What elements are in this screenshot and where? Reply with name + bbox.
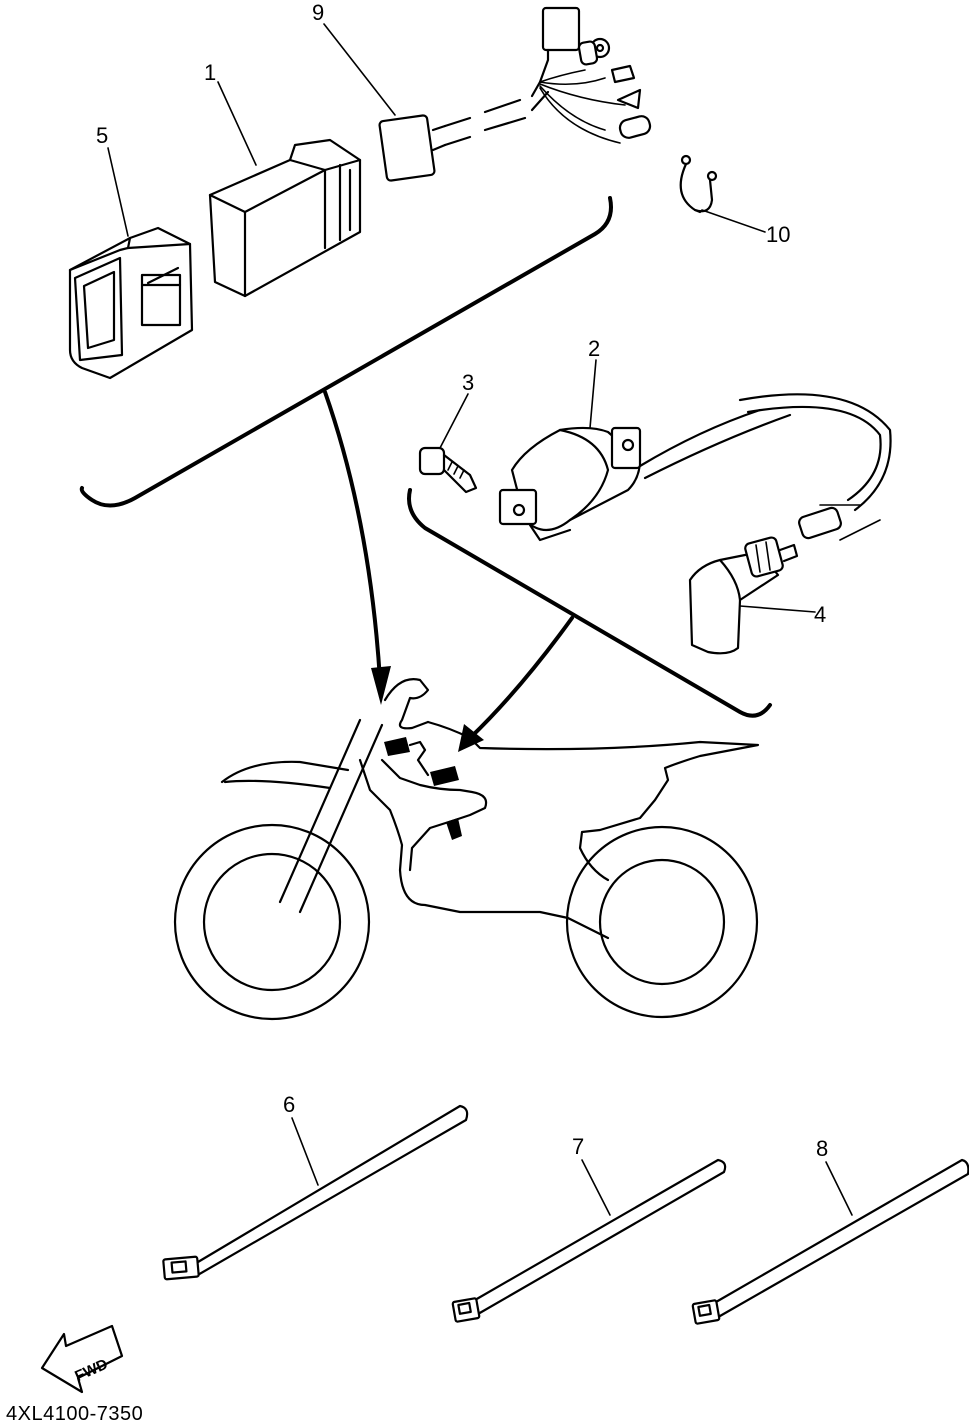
callout-4: 4 <box>814 602 826 627</box>
callout-5: 5 <box>96 123 108 148</box>
leader-1 <box>217 81 257 166</box>
pointer-line-right <box>468 616 574 740</box>
leader-3 <box>439 393 469 449</box>
part-2-ignition-coil <box>498 393 892 542</box>
group-bracket-left <box>79 196 613 508</box>
part-10-wire-clamp <box>679 154 766 233</box>
leader-9 <box>323 23 396 116</box>
pointer-line-left <box>323 390 382 682</box>
leader-8 <box>825 1161 853 1216</box>
part-4-spark-plug-cap <box>688 536 816 655</box>
part-8-cable-tie <box>691 1158 969 1325</box>
plug-marker <box>446 818 462 840</box>
leader-5 <box>107 147 129 237</box>
coil-marker <box>384 737 410 756</box>
callout-6: 6 <box>283 1092 295 1117</box>
coil-marker <box>430 766 459 786</box>
part-3-bolt <box>418 446 478 494</box>
leader-2 <box>589 359 597 429</box>
callout-2: 2 <box>588 336 600 361</box>
part-5-cdi-unit <box>68 226 194 380</box>
callout-1: 1 <box>204 60 216 85</box>
callout-10: 10 <box>766 222 790 247</box>
callout-3: 3 <box>462 370 474 395</box>
group-bracket-right <box>407 488 772 718</box>
leader-7 <box>581 1159 611 1216</box>
callout-9: 9 <box>312 0 324 25</box>
pointer-arrowhead-left <box>371 666 391 705</box>
part-9-wire-harness <box>378 6 652 182</box>
part-1-control-unit <box>208 138 362 298</box>
forward-direction-arrow: FWD <box>40 1324 124 1394</box>
part-6-cable-tie <box>162 1104 469 1281</box>
motorcycle-silhouette <box>173 678 760 1021</box>
diagram-code: 4XL4100-7350 <box>6 1403 143 1424</box>
callout-8: 8 <box>816 1136 828 1161</box>
callout-7: 7 <box>572 1134 584 1159</box>
part-7-cable-tie <box>451 1158 727 1323</box>
leader-6 <box>291 1117 319 1186</box>
